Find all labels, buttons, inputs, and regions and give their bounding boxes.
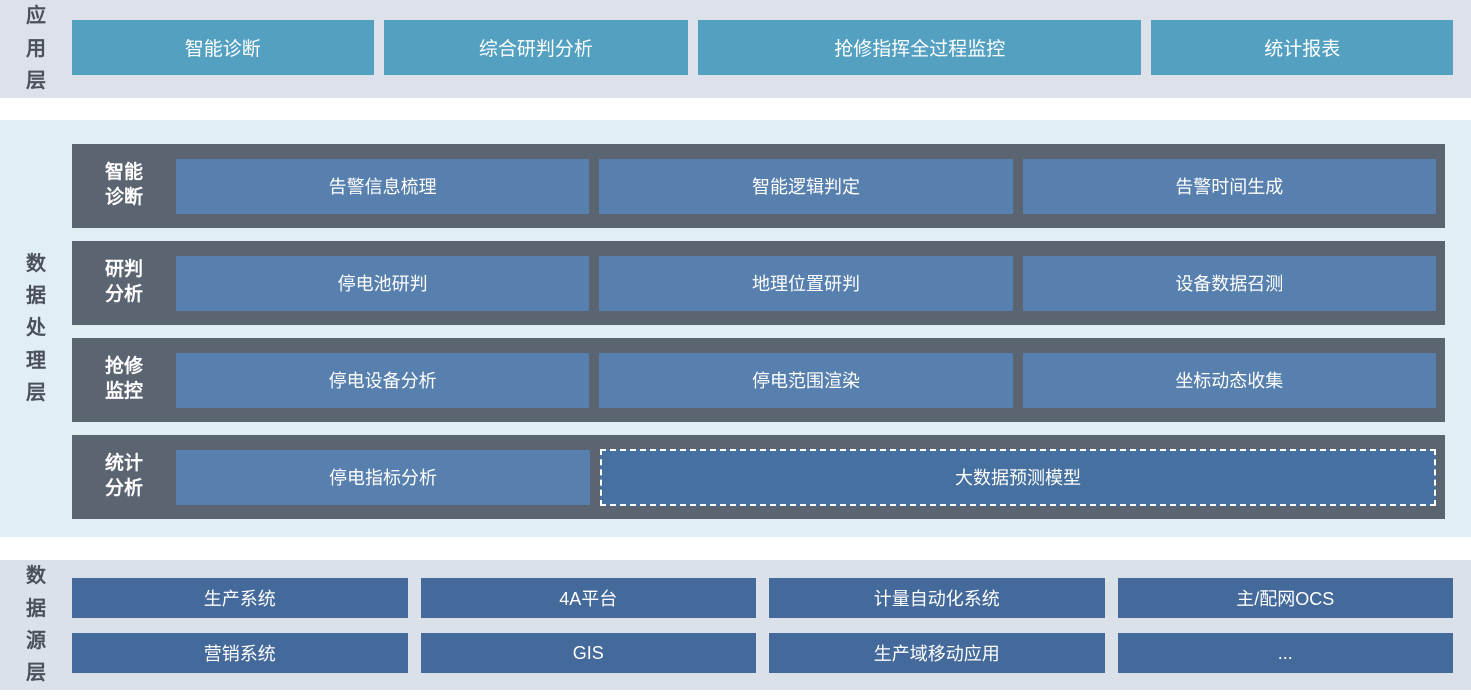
app-block-comprehensive-analysis: 综合研判分析 <box>383 20 689 75</box>
module-block-device-data-polling: 设备数据召测 <box>1022 255 1436 311</box>
data-source-layer-band: 数据源层 生产系统 4A平台 计量自动化系统 主/配网OCS 营销系统 GIS … <box>0 560 1471 690</box>
data-source-grid: 生产系统 4A平台 计量自动化系统 主/配网OCS 营销系统 GIS 生产域移动… <box>72 560 1471 690</box>
source-block-4a-platform: 4A平台 <box>420 578 756 618</box>
module-block-alarm-time-generation: 告警时间生成 <box>1022 158 1436 214</box>
processing-row-repair-monitoring: 抢修 监控 停电设备分析 停电范围渲染 坐标动态收集 <box>72 338 1445 422</box>
source-block-gis: GIS <box>420 633 756 673</box>
module-block-outage-indicator-analysis: 停电指标分析 <box>176 449 590 505</box>
application-layer-band: 应用层 智能诊断 综合研判分析 抢修指挥全过程监控 统计报表 <box>0 0 1471 98</box>
row-blocks: 停电池研判 地理位置研判 设备数据召测 <box>176 241 1445 325</box>
module-block-smart-logic-judgment: 智能逻辑判定 <box>599 158 1013 214</box>
row-label-smart-diagnosis: 智能 诊断 <box>104 162 143 208</box>
module-block-alarm-info-sorting: 告警信息梳理 <box>176 158 590 214</box>
row-label-statistics: 统计 分析 <box>104 453 143 499</box>
source-block-metering-automation: 计量自动化系统 <box>769 578 1105 618</box>
processing-row-statistics: 统计 分析 停电指标分析 大数据预测模型 <box>72 435 1445 519</box>
data-processing-layer-band: 数据处理层 智能 诊断 告警信息梳理 智能逻辑判定 告警时间生成 研判 分析 停… <box>0 120 1471 537</box>
data-source-layer-label: 数据源层 <box>26 565 46 685</box>
module-block-geolocation-analysis: 地理位置研判 <box>599 255 1013 311</box>
application-layer-gutter: 应用层 <box>0 0 72 98</box>
data-processing-layer-gutter: 数据处理层 <box>0 120 72 537</box>
processing-row-analysis: 研判 分析 停电池研判 地理位置研判 设备数据召测 <box>72 241 1445 325</box>
source-block-production-mobile-app: 生产域移动应用 <box>769 633 1105 673</box>
module-block-outage-analysis: 停电池研判 <box>176 255 590 311</box>
row-label-repair-monitoring: 抢修 监控 <box>104 356 143 402</box>
app-block-repair-command-monitoring: 抢修指挥全过程监控 <box>698 20 1142 75</box>
app-block-statistical-reports: 统计报表 <box>1151 20 1453 75</box>
row-blocks: 告警信息梳理 智能逻辑判定 告警时间生成 <box>176 144 1445 228</box>
source-block-marketing-system: 营销系统 <box>72 633 408 673</box>
source-block-ellipsis: ... <box>1117 633 1453 673</box>
source-block-production-system: 生产系统 <box>72 578 408 618</box>
row-blocks: 停电设备分析 停电范围渲染 坐标动态收集 <box>176 338 1445 422</box>
module-block-coordinate-collection: 坐标动态收集 <box>1022 352 1436 408</box>
row-label-analysis: 研判 分析 <box>104 259 143 305</box>
module-block-outage-device-analysis: 停电设备分析 <box>176 352 590 408</box>
source-block-main-distribution-ocs: 主/配网OCS <box>1117 578 1453 618</box>
data-source-layer-gutter: 数据源层 <box>0 560 72 690</box>
row-blocks: 停电指标分析 大数据预测模型 <box>176 435 1445 519</box>
processing-row-smart-diagnosis: 智能 诊断 告警信息梳理 智能逻辑判定 告警时间生成 <box>72 144 1445 228</box>
app-block-smart-diagnosis: 智能诊断 <box>72 20 374 75</box>
data-processing-layer-label: 数据处理层 <box>26 252 46 405</box>
application-layer-label: 应用层 <box>26 5 46 93</box>
application-buttons-row: 智能诊断 综合研判分析 抢修指挥全过程监控 统计报表 <box>72 0 1471 98</box>
module-block-bigdata-prediction-model: 大数据预测模型 <box>600 448 1436 506</box>
module-block-outage-range-rendering: 停电范围渲染 <box>599 352 1013 408</box>
processing-rows: 智能 诊断 告警信息梳理 智能逻辑判定 告警时间生成 研判 分析 停电池研判 地… <box>72 120 1471 537</box>
